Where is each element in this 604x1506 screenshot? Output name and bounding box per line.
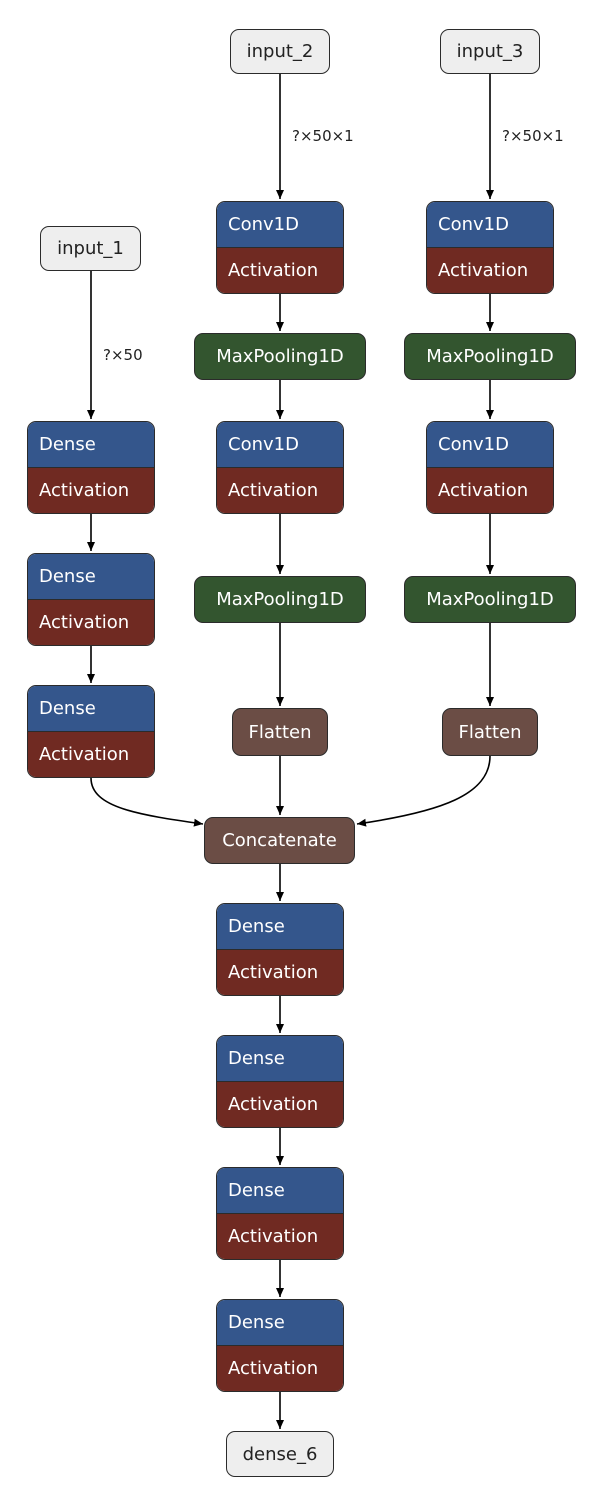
output-node[interactable]: dense_6 <box>226 1431 334 1477</box>
branch2-conv1d-2[interactable]: Conv1D Activation <box>216 421 344 514</box>
edge-label-input3: ?×50×1 <box>502 127 564 145</box>
layer-type: Dense <box>39 566 96 587</box>
edge-label-input2: ?×50×1 <box>292 127 354 145</box>
layer-activation: Activation <box>438 260 529 281</box>
layer-activation: Activation <box>39 612 130 633</box>
layer-activation: Activation <box>438 480 529 501</box>
branch3-flatten[interactable]: Flatten <box>442 708 538 756</box>
branch3-maxpool-2[interactable]: MaxPooling1D <box>404 576 576 623</box>
edge-flatten-concat-b3 <box>356 755 491 827</box>
pool-label: MaxPooling1D <box>426 346 554 367</box>
input-2-label: input_2 <box>246 41 314 62</box>
layer-activation: Activation <box>228 962 319 983</box>
layer-type: Dense <box>228 916 285 937</box>
head-dense-3[interactable]: Dense Activation <box>216 1167 344 1260</box>
concatenate-label: Concatenate <box>222 830 337 851</box>
input-1-node[interactable]: input_1 <box>40 226 141 271</box>
flatten-label: Flatten <box>248 721 312 743</box>
pool-label: MaxPooling1D <box>216 346 344 367</box>
layer-activation: Activation <box>39 744 130 765</box>
input-3-label: input_3 <box>456 41 524 62</box>
branch3-conv1d-2[interactable]: Conv1D Activation <box>426 421 554 514</box>
layer-activation: Activation <box>228 1094 319 1115</box>
layer-activation: Activation <box>228 1358 319 1379</box>
branch1-dense-1[interactable]: Dense Activation <box>27 421 155 514</box>
layer-activation: Activation <box>228 480 319 501</box>
branch1-dense-2[interactable]: Dense Activation <box>27 553 155 646</box>
branch2-conv1d-1[interactable]: Conv1D Activation <box>216 201 344 294</box>
edge-label-input1: ?×50 <box>103 346 143 364</box>
layer-type: Conv1D <box>228 434 299 455</box>
input-2-node[interactable]: input_2 <box>230 29 330 74</box>
pool-label: MaxPooling1D <box>216 589 344 610</box>
layer-type: Conv1D <box>438 214 509 235</box>
head-dense-2[interactable]: Dense Activation <box>216 1035 344 1128</box>
branch2-flatten[interactable]: Flatten <box>232 708 328 756</box>
input-1-label: input_1 <box>57 238 124 259</box>
output-label: dense_6 <box>242 1443 318 1465</box>
layer-activation: Activation <box>39 480 130 501</box>
head-dense-4[interactable]: Dense Activation <box>216 1299 344 1392</box>
layer-type: Dense <box>228 1312 285 1333</box>
layer-activation: Activation <box>228 260 319 281</box>
layer-type: Dense <box>228 1180 285 1201</box>
branch2-maxpool-2[interactable]: MaxPooling1D <box>194 576 366 623</box>
flatten-label: Flatten <box>458 721 522 743</box>
edge-dense3-concat <box>90 777 204 827</box>
layer-type: Dense <box>39 698 96 719</box>
branch1-dense-3[interactable]: Dense Activation <box>27 685 155 778</box>
branch3-maxpool-1[interactable]: MaxPooling1D <box>404 333 576 380</box>
concatenate-node[interactable]: Concatenate <box>204 817 355 864</box>
input-3-node[interactable]: input_3 <box>440 29 540 74</box>
layer-activation: Activation <box>228 1226 319 1247</box>
layer-type: Conv1D <box>228 214 299 235</box>
head-dense-1[interactable]: Dense Activation <box>216 903 344 996</box>
layer-type: Dense <box>39 434 96 455</box>
branch3-conv1d-1[interactable]: Conv1D Activation <box>426 201 554 294</box>
layer-type: Dense <box>228 1048 285 1069</box>
branch2-maxpool-1[interactable]: MaxPooling1D <box>194 333 366 380</box>
layer-type: Conv1D <box>438 434 509 455</box>
pool-label: MaxPooling1D <box>426 589 554 610</box>
